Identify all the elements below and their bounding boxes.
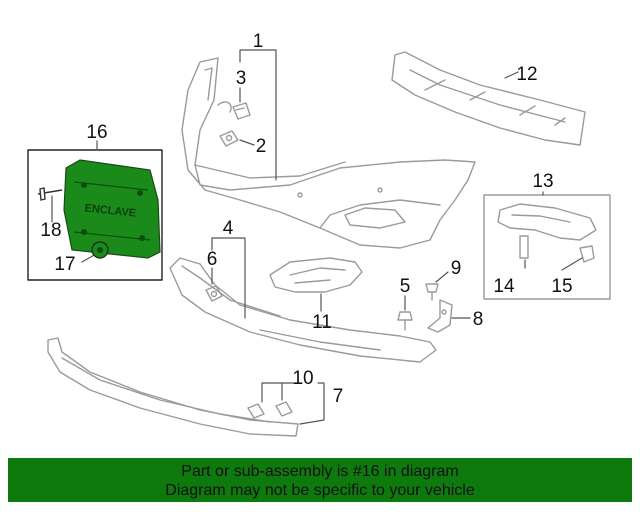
- bracket-part-13-contents: [497, 203, 597, 263]
- plate-lettering: ENCLAVE: [84, 202, 137, 219]
- leader-lines: [51, 49, 583, 425]
- callout-1: 1: [253, 31, 264, 52]
- nut-part-17: [91, 241, 109, 259]
- callout-18: 18: [40, 220, 61, 241]
- callout-7: 7: [333, 386, 344, 407]
- bumper-fascia-part-1: [181, 57, 476, 249]
- callout-8: 8: [473, 309, 484, 330]
- clip-part-2: [219, 130, 239, 147]
- callout-labels: 1 2 3 4 5 6 7 8 9 10 11 12 13 14 15 16 1…: [40, 31, 572, 407]
- nuts-part-10: [247, 401, 293, 419]
- license-plate-bracket-part-16: ENCLAVE: [63, 159, 161, 259]
- banner-line-2: Diagram may not be specific to your vehi…: [165, 482, 475, 499]
- lower-panel-part-7: [47, 337, 299, 437]
- fastener-part-6: [205, 285, 223, 302]
- callout-12: 12: [516, 64, 537, 85]
- callout-14: 14: [493, 276, 515, 297]
- group-box-part-16: [27, 149, 163, 281]
- bracket-part-8: [427, 299, 453, 333]
- callout-9: 9: [451, 258, 462, 279]
- energy-absorber-part-12: [391, 51, 586, 146]
- group-box-part-13: [483, 194, 611, 300]
- fog-lamp-bezel-part-11: [269, 257, 363, 293]
- fastener-part-9: [425, 283, 439, 301]
- lower-valance-part-4: [169, 257, 437, 363]
- fastener-part-3: [232, 102, 251, 120]
- callout-5: 5: [400, 276, 411, 297]
- callout-6: 6: [207, 249, 218, 270]
- callout-4: 4: [223, 218, 234, 239]
- callout-16: 16: [86, 122, 107, 143]
- callout-11: 11: [312, 312, 332, 333]
- callout-15: 15: [551, 276, 572, 297]
- screw-part-5: [397, 311, 413, 331]
- callout-10: 10: [292, 368, 313, 389]
- callout-3: 3: [236, 68, 247, 89]
- parts-diagram: ENCLAVE 1 2 3 4 5 6 7 8 9 10 11 12 13 14…: [27, 31, 611, 437]
- part-info-banner: Part or sub-assembly is #16 in diagram D…: [8, 458, 632, 502]
- callout-2: 2: [256, 136, 267, 157]
- banner-line-1: Part or sub-assembly is #16 in diagram: [181, 463, 459, 480]
- callout-17: 17: [54, 254, 75, 275]
- callout-13: 13: [532, 171, 553, 192]
- bolt-part-18: [37, 187, 63, 201]
